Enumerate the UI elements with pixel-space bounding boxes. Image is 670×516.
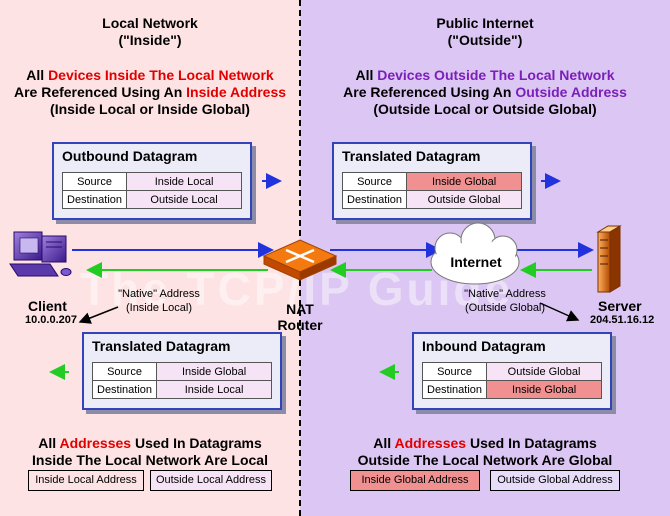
- inside-summary: All Addresses Used In Datagrams Inside T…: [32, 435, 268, 468]
- server-note-arrow: [539, 302, 580, 322]
- legend-outside-local: Outside Local Address: [150, 470, 272, 491]
- inside-description: All Devices Inside The Local Network Are…: [13, 67, 287, 117]
- server-label: Server: [598, 298, 642, 314]
- client-address: 10.0.0.207: [25, 314, 77, 326]
- client-note-arrow: [78, 306, 119, 324]
- internet-cloud-icon: [430, 222, 520, 285]
- client-native-address-note: "Native" Address(Inside Local): [118, 288, 200, 314]
- server-address: 204.51.16.12: [590, 314, 655, 326]
- legend-outside-global: Outside Global Address: [490, 470, 620, 491]
- outside-description: All Devices Outside The Local Network Ar…: [343, 67, 627, 117]
- internet-label: Internet: [450, 254, 502, 270]
- inbound-datagram-title: Inbound Datagram: [422, 338, 546, 354]
- outside-summary: All Addresses Used In Datagrams Outside …: [357, 435, 613, 468]
- inside-heading: Local Network("Inside"): [102, 15, 198, 48]
- nat-router-icon: [262, 239, 338, 281]
- client-computer-icon: [9, 231, 72, 277]
- translated-outbound-datagram-title: Translated Datagram: [342, 148, 481, 164]
- legend-inside-global: Inside Global Address: [350, 470, 480, 491]
- legend-inside-local: Inside Local Address: [28, 470, 144, 491]
- translated-inbound-datagram-title: Translated Datagram: [92, 338, 231, 354]
- server-icon: [596, 225, 622, 293]
- outside-heading: Public Internet("Outside"): [436, 15, 534, 48]
- outbound-datagram-title: Outbound Datagram: [62, 148, 198, 164]
- server-native-address-note: "Native" Address(Outside Global): [464, 288, 546, 314]
- client-label: Client: [28, 298, 67, 314]
